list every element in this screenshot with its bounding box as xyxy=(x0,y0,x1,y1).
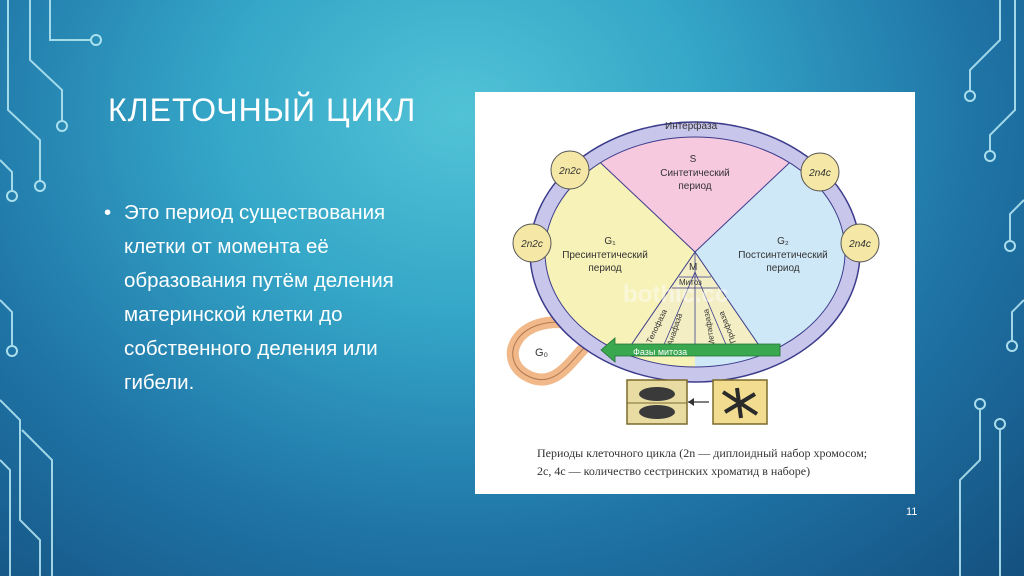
g2-line2: период xyxy=(766,263,799,274)
g2-letter: G₂ xyxy=(777,236,789,247)
dividing-cell-image xyxy=(626,379,688,425)
interphase-label: Интерфаза xyxy=(665,120,718,132)
g1-line1: Пресинтетический xyxy=(562,250,648,261)
s-phase-sector xyxy=(545,137,845,252)
chromosome-set-top-left: 2n2c xyxy=(550,150,590,190)
cell-cycle-figure: G₀ Интерфаза M Митоз Телофаз xyxy=(475,92,915,494)
s-line1: Синтетический xyxy=(660,168,730,179)
caption-line-1: Периоды клеточного цикла (2n — диплоидны… xyxy=(537,446,868,460)
chromosome-set-label: 2n2c xyxy=(520,239,543,250)
bullet-text: Это период существования клетки от момен… xyxy=(124,201,394,394)
chromosome-set-label: 2n4c xyxy=(808,168,831,179)
caption-line-2: 2с, 4с — количество сестринских хроматид… xyxy=(537,464,811,478)
g2-line1: Постсинтетический xyxy=(738,250,828,261)
mitosis-cell-image xyxy=(712,379,768,425)
sector-divider xyxy=(545,137,696,253)
s-line2: период xyxy=(678,181,711,192)
bullet-marker: • xyxy=(104,201,112,224)
arrow-head xyxy=(688,398,694,406)
arrow-label: Фазы митоза xyxy=(633,347,687,357)
bullet-item: • Это период существования клетки от мом… xyxy=(104,196,404,400)
page-number: 11 xyxy=(906,506,918,518)
g0-label: G₀ xyxy=(535,347,548,359)
wedge-divider xyxy=(694,271,731,355)
phases-arrow xyxy=(600,337,781,363)
chromosome-set-label: 2n2c xyxy=(558,166,581,177)
wedge-divider xyxy=(659,271,696,355)
chromosome-set-mid-right: 2n4c xyxy=(840,223,880,263)
chromosome-set-label: 2n4c xyxy=(848,239,871,250)
s-letter: S xyxy=(690,154,697,165)
figure-caption: Периоды клеточного цикла (2n — диплоидны… xyxy=(537,444,907,480)
chromosome-set-top-right: 2n4c xyxy=(800,152,840,192)
cell-cycle-diagram: G₀ Интерфаза M Митоз Телофаз xyxy=(506,120,880,425)
mitosis-label: Митоз xyxy=(679,278,702,287)
watermark: bothic.cc xyxy=(623,281,728,308)
chromosome-set-mid-left: 2n2c xyxy=(512,223,552,263)
slide-title: КЛЕТОЧНЫЙ ЦИКЛ xyxy=(108,92,417,128)
g0-loop-outline xyxy=(512,321,586,380)
g1-letter: G₁ xyxy=(604,236,616,247)
m-letter: M xyxy=(689,262,697,273)
sector-divider xyxy=(694,137,845,253)
g1-line2: период xyxy=(588,263,621,274)
